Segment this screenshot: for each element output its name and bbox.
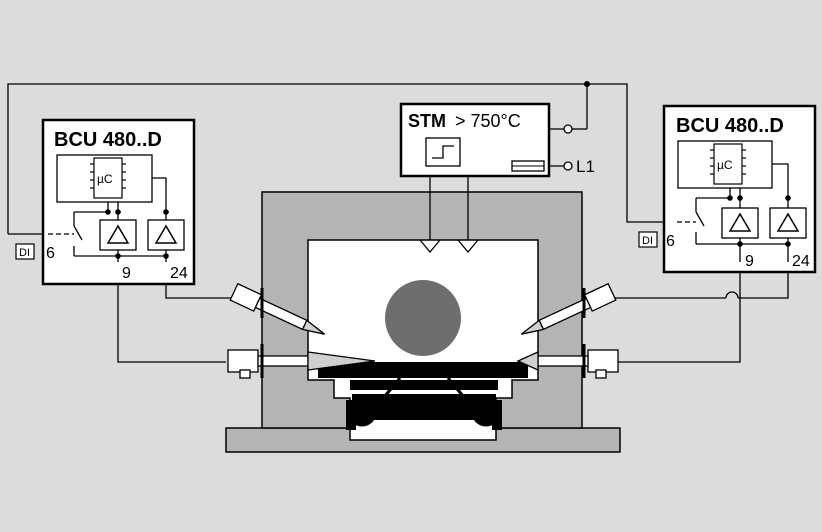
bcu-right-terminal-9: 9 xyxy=(745,253,754,270)
burner-right-lower xyxy=(516,344,619,379)
bcu-left-title: BCU 480..D xyxy=(54,129,162,151)
bcu-left-terminal-24: 24 xyxy=(170,265,188,282)
hysteresis-icon xyxy=(432,145,454,159)
bcu-right-terminal-24: 24 xyxy=(792,253,810,270)
bcu-left-amp-1 xyxy=(99,219,137,251)
stm-supply-label: L1 xyxy=(576,157,595,176)
bcu-right-chip-icon xyxy=(710,143,746,185)
bcu-left-chip-icon xyxy=(90,157,126,199)
bcu-left-di-badge-box xyxy=(15,243,35,260)
bcu-left-di-badge: DI xyxy=(19,247,30,259)
bcu-right-di-badge-box xyxy=(638,231,658,248)
bcu-left-terminal-9: 9 xyxy=(122,265,131,282)
bcu-left-amp-1-icon xyxy=(106,224,130,244)
bcu-right-di-badge: DI xyxy=(642,235,653,247)
bcu-right-title: BCU 480..D xyxy=(676,115,784,137)
stm-terminal-top xyxy=(563,124,573,134)
bcu-left-terminal-di: 6 xyxy=(46,245,55,262)
bcu-right: BCU 480..D µC DI 6 9 xyxy=(638,104,817,274)
stm-terminal-l1 xyxy=(563,161,573,171)
bogie xyxy=(346,377,502,430)
bcu-right-terminal-di: 6 xyxy=(666,233,675,250)
workpiece xyxy=(385,280,461,356)
stm-name: STM xyxy=(408,111,446,131)
hearth-plate xyxy=(318,362,528,378)
burner-left-upper xyxy=(229,282,326,335)
bcu-right-amp-1-icon xyxy=(728,212,752,232)
burner-right-upper xyxy=(520,282,617,335)
bcu-left-amp-2 xyxy=(147,219,185,251)
stm-threshold: > 750°C xyxy=(455,111,521,131)
burner-left-lower xyxy=(227,344,376,379)
bcu-left-amp-2-icon xyxy=(154,224,178,244)
bcu-left: BCU 480..D µC DI 6 9 xyxy=(15,118,196,286)
bcu-right-amp-2 xyxy=(769,207,807,239)
stm-unit: STM > 750°C L1 xyxy=(399,81,595,178)
bcu-right-amp-1 xyxy=(721,207,759,239)
furnace xyxy=(225,191,621,453)
bcu-right-amp-2-icon xyxy=(776,212,800,232)
bcu-left-chip-label: µC xyxy=(97,172,113,186)
bcu-right-chip-label: µC xyxy=(717,158,733,172)
